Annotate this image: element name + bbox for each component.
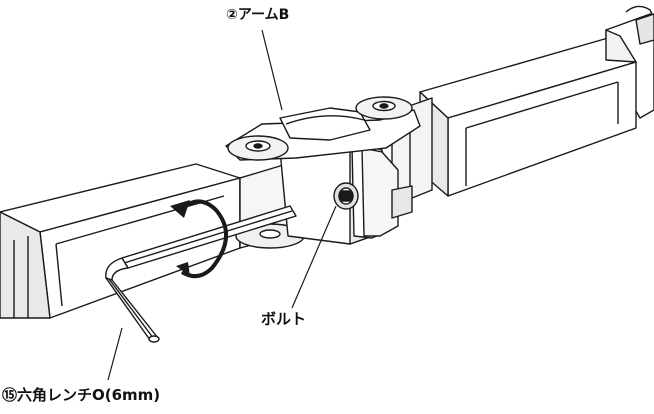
arm-right-bar <box>419 29 637 197</box>
rotation-arrowhead-icon <box>170 200 190 218</box>
hex-wrench <box>105 205 297 343</box>
rotation-arrowtail-icon <box>176 262 190 276</box>
arm-left-bar <box>0 163 263 319</box>
leader-lines <box>107 29 337 381</box>
bolt-leader <box>291 205 337 309</box>
rotation-arrow-icon <box>176 199 229 279</box>
arm-b-label: ②アームB <box>226 7 290 23</box>
bolt-head <box>333 182 359 210</box>
hex-wrench-label: ⑮六角レンチO(6mm) <box>2 386 161 404</box>
arm-b-leader <box>261 29 283 111</box>
hex-wrench-leader <box>107 327 123 381</box>
joint-housing <box>225 96 421 249</box>
bolt-label: ボルト <box>261 310 307 328</box>
